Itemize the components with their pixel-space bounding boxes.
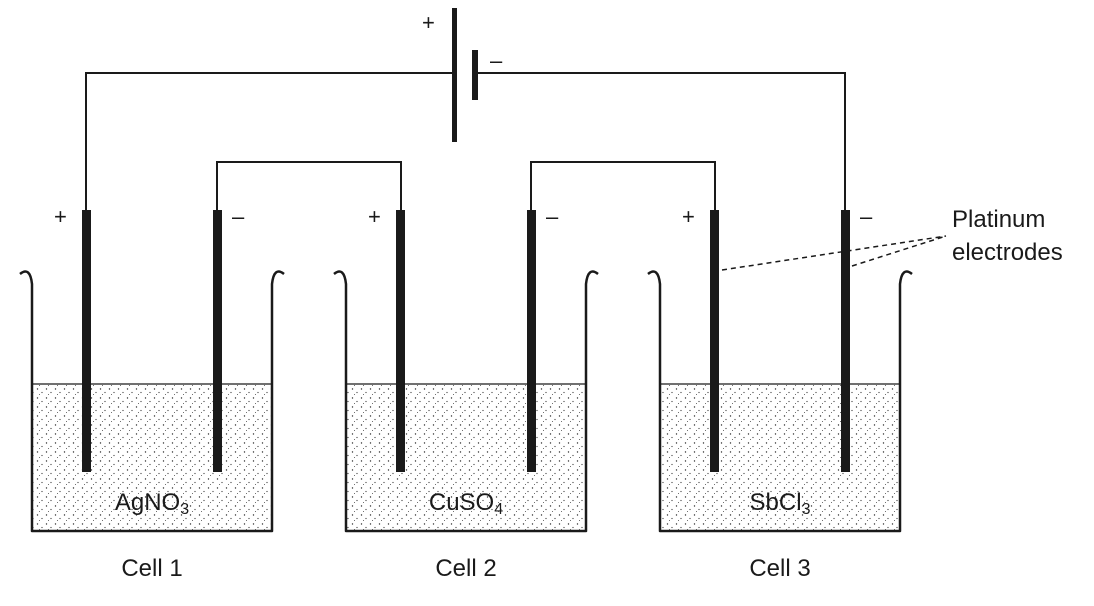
solution (660, 384, 900, 531)
battery-negative-sign: – (490, 48, 503, 73)
wire-cell2-to-cell3 (530, 161, 716, 210)
electrode-negative-sign: – (860, 204, 873, 229)
solution-formula: SbCl3 (750, 489, 811, 518)
platinum-electrode-cathode (527, 210, 536, 472)
platinum-electrode-cathode (841, 210, 850, 472)
electrode-positive-sign: + (682, 204, 695, 229)
beaker (333, 270, 599, 533)
leader-line-cathode (851, 235, 947, 267)
electrode-positive-sign: + (368, 204, 381, 229)
cell-1: + – AgNO3 Cell 1 (19, 204, 285, 582)
solution-formula: AgNO3 (115, 489, 189, 518)
battery: + – (422, 8, 503, 142)
solution (32, 384, 272, 531)
cell-2: + – CuSO4 Cell 2 (333, 204, 599, 582)
platinum-electrode-anode (82, 210, 91, 472)
solution (346, 384, 586, 531)
cell-label: Cell 1 (121, 555, 182, 582)
battery-negative-plate (472, 50, 478, 100)
beaker (19, 270, 285, 533)
electrode-negative-sign: – (232, 204, 245, 229)
annotation-line-1: Platinum (952, 206, 1045, 233)
leader-line-anode (721, 235, 947, 271)
platinum-electrode-anode (396, 210, 405, 472)
battery-positive-plate (452, 8, 457, 142)
circuit-wires (85, 72, 846, 210)
platinum-electrode-anode (710, 210, 719, 472)
solution-formula: CuSO4 (429, 489, 503, 518)
cell-label: Cell 2 (435, 555, 496, 582)
beaker (647, 270, 913, 533)
wire-cell1-to-cell2 (216, 161, 402, 210)
electrode-positive-sign: + (54, 204, 67, 229)
annotation-line-2: electrodes (952, 239, 1063, 266)
cell-3: + – SbCl3 Cell 3 (647, 204, 913, 582)
battery-positive-sign: + (422, 10, 435, 35)
cell-label: Cell 3 (749, 555, 810, 582)
electrode-negative-sign: – (546, 204, 559, 229)
wire-battery-to-cell3 (476, 72, 846, 210)
wire-battery-to-cell1 (85, 72, 454, 210)
platinum-electrode-cathode (213, 210, 222, 472)
platinum-electrodes-annotation: Platinum electrodes (721, 206, 1063, 271)
